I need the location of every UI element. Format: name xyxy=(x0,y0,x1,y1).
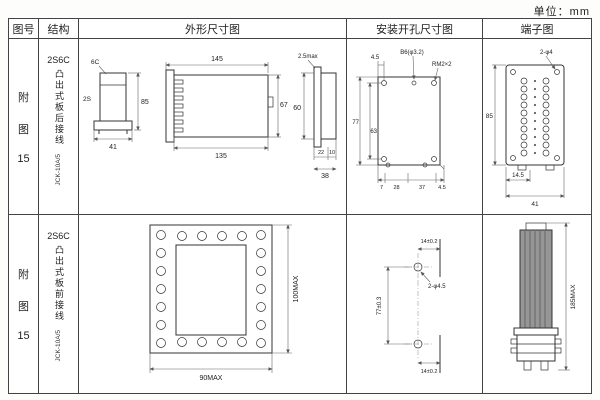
mounting-cell-row1: 4.5 B6(φ3.2) RM2×2 77 63 xyxy=(347,39,483,215)
terminal-drawing-front-wiring: 185MAX xyxy=(510,222,577,371)
model-label: JCK-10A/5 xyxy=(55,330,62,362)
terminal-screws-ring xyxy=(155,230,266,348)
dim-rear-seg1: 22 xyxy=(317,150,323,156)
header-structure: 结构 xyxy=(39,19,79,39)
mounting-cell-row2: 14±0.2 2-φ4.5 77±0.3 14±0.2 xyxy=(347,215,483,393)
label-hole: 2-φ4.5 xyxy=(428,284,446,290)
dim-bottom-seg2: 28 xyxy=(393,185,399,191)
dim-bottom-seg3: 37 xyxy=(418,185,424,191)
header-terminal: 端子图 xyxy=(483,19,591,39)
dim-bottom-seg1: 7 xyxy=(379,185,382,191)
dim-rear-thickness: 2.5max xyxy=(298,54,318,60)
header-structure-label: 结构 xyxy=(47,23,70,36)
dim-offset-top: 4.5 xyxy=(370,55,379,61)
fig-number: 15 xyxy=(17,330,30,342)
outline-cell-row1: 6C 2S 85 41 145 xyxy=(79,39,347,215)
spec-table: 图号 结构 外形尺寸图 安装开孔尺寸图 端子图 附 图 15 2S6C 凸出式板… xyxy=(8,18,592,394)
dim-hole-spacing: 77±0.3 xyxy=(377,296,383,315)
dim-bottom-seg4: 4.5 xyxy=(438,185,446,191)
structure-cell-row1: 2S6C 凸出式板后接线 JCK-10A/5 xyxy=(39,39,79,215)
structure-text: 凸出式板后接线 xyxy=(54,69,64,146)
header-fig-no: 图号 xyxy=(9,19,39,39)
outline-cell-row2: 100MAX 90MAX xyxy=(79,215,347,393)
header-mounting-label: 安装开孔尺寸图 xyxy=(376,23,453,36)
header-outline: 外形尺寸图 xyxy=(79,19,347,39)
dim-side-bottom: 135 xyxy=(215,153,227,160)
terminal-drawing-rear-wiring: 2-φ4 xyxy=(486,50,565,208)
dim-front-width: 41 xyxy=(109,144,117,151)
fig-char: 图 xyxy=(18,123,29,136)
dim-height-outer: 77 xyxy=(352,120,359,126)
dim-rear-total: 38 xyxy=(321,173,329,180)
label-screw: RM2×2 xyxy=(432,62,452,68)
terminal-screw-grid xyxy=(520,77,550,157)
label-6c: 6C xyxy=(91,59,100,66)
dim-terminal-width: 41 xyxy=(531,201,539,208)
terminal-cell-row1: 2-φ4 xyxy=(483,39,591,215)
fig-no-cell-row1: 附 图 15 xyxy=(9,39,39,215)
structure-cell-row2: 2S6C 凸出式板前接线 JCK-10A/5 xyxy=(39,215,79,393)
outline-drawing-rear-wiring: 6C 2S 85 41 145 xyxy=(83,54,337,180)
dim-offset-bottom: 14±0.2 xyxy=(420,369,437,375)
structure-text: 凸出式板前接线 xyxy=(54,245,64,322)
fig-char: 图 xyxy=(18,301,29,313)
dim-rear-height: 60 xyxy=(293,105,301,112)
dim-terminal-width-part: 14.5 xyxy=(512,173,524,179)
dim-terminal-height: 185MAX xyxy=(570,284,577,310)
label-terminal-hole: 2-φ4 xyxy=(540,50,553,56)
header-outline-label: 外形尺寸图 xyxy=(185,23,240,36)
fig-char: 附 xyxy=(18,269,29,281)
structure-code: 2S6C xyxy=(47,55,70,65)
dim-offset-top: 14±0.2 xyxy=(420,239,437,245)
dim-terminal-height: 85 xyxy=(486,113,494,120)
dim-outline-width: 90MAX xyxy=(199,375,222,382)
label-2s: 2S xyxy=(83,96,92,103)
label-hole: B6(φ3.2) xyxy=(400,50,424,56)
mounting-drawing-front-wiring: 14±0.2 2-φ4.5 77±0.3 14±0.2 xyxy=(377,239,446,375)
fig-char: 附 xyxy=(18,91,29,104)
mounting-drawing-rear-wiring: 4.5 B6(φ3.2) RM2×2 77 63 xyxy=(352,50,452,191)
model-label: JCK-10A/5 xyxy=(55,154,62,186)
header-terminal-label: 端子图 xyxy=(520,23,554,36)
dim-front-height: 85 xyxy=(141,99,149,106)
header-mounting: 安装开孔尺寸图 xyxy=(347,19,483,39)
header-fig-no-label: 图号 xyxy=(12,23,35,36)
fig-number: 15 xyxy=(17,152,30,165)
dim-outline-height: 100MAX xyxy=(293,275,300,302)
dim-side-top: 145 xyxy=(211,56,223,63)
structure-code: 2S6C xyxy=(47,231,70,241)
fig-no-cell-row2: 附 图 15 xyxy=(9,215,39,393)
dim-rear-seg2: 10 xyxy=(328,150,334,156)
outline-drawing-front-wiring: 100MAX 90MAX xyxy=(148,224,300,382)
dim-side-height: 67 xyxy=(280,102,288,109)
dim-height-inner: 63 xyxy=(370,129,377,135)
terminal-cell-row2: 185MAX xyxy=(483,215,591,393)
unit-label: 单位：mm xyxy=(533,6,590,18)
